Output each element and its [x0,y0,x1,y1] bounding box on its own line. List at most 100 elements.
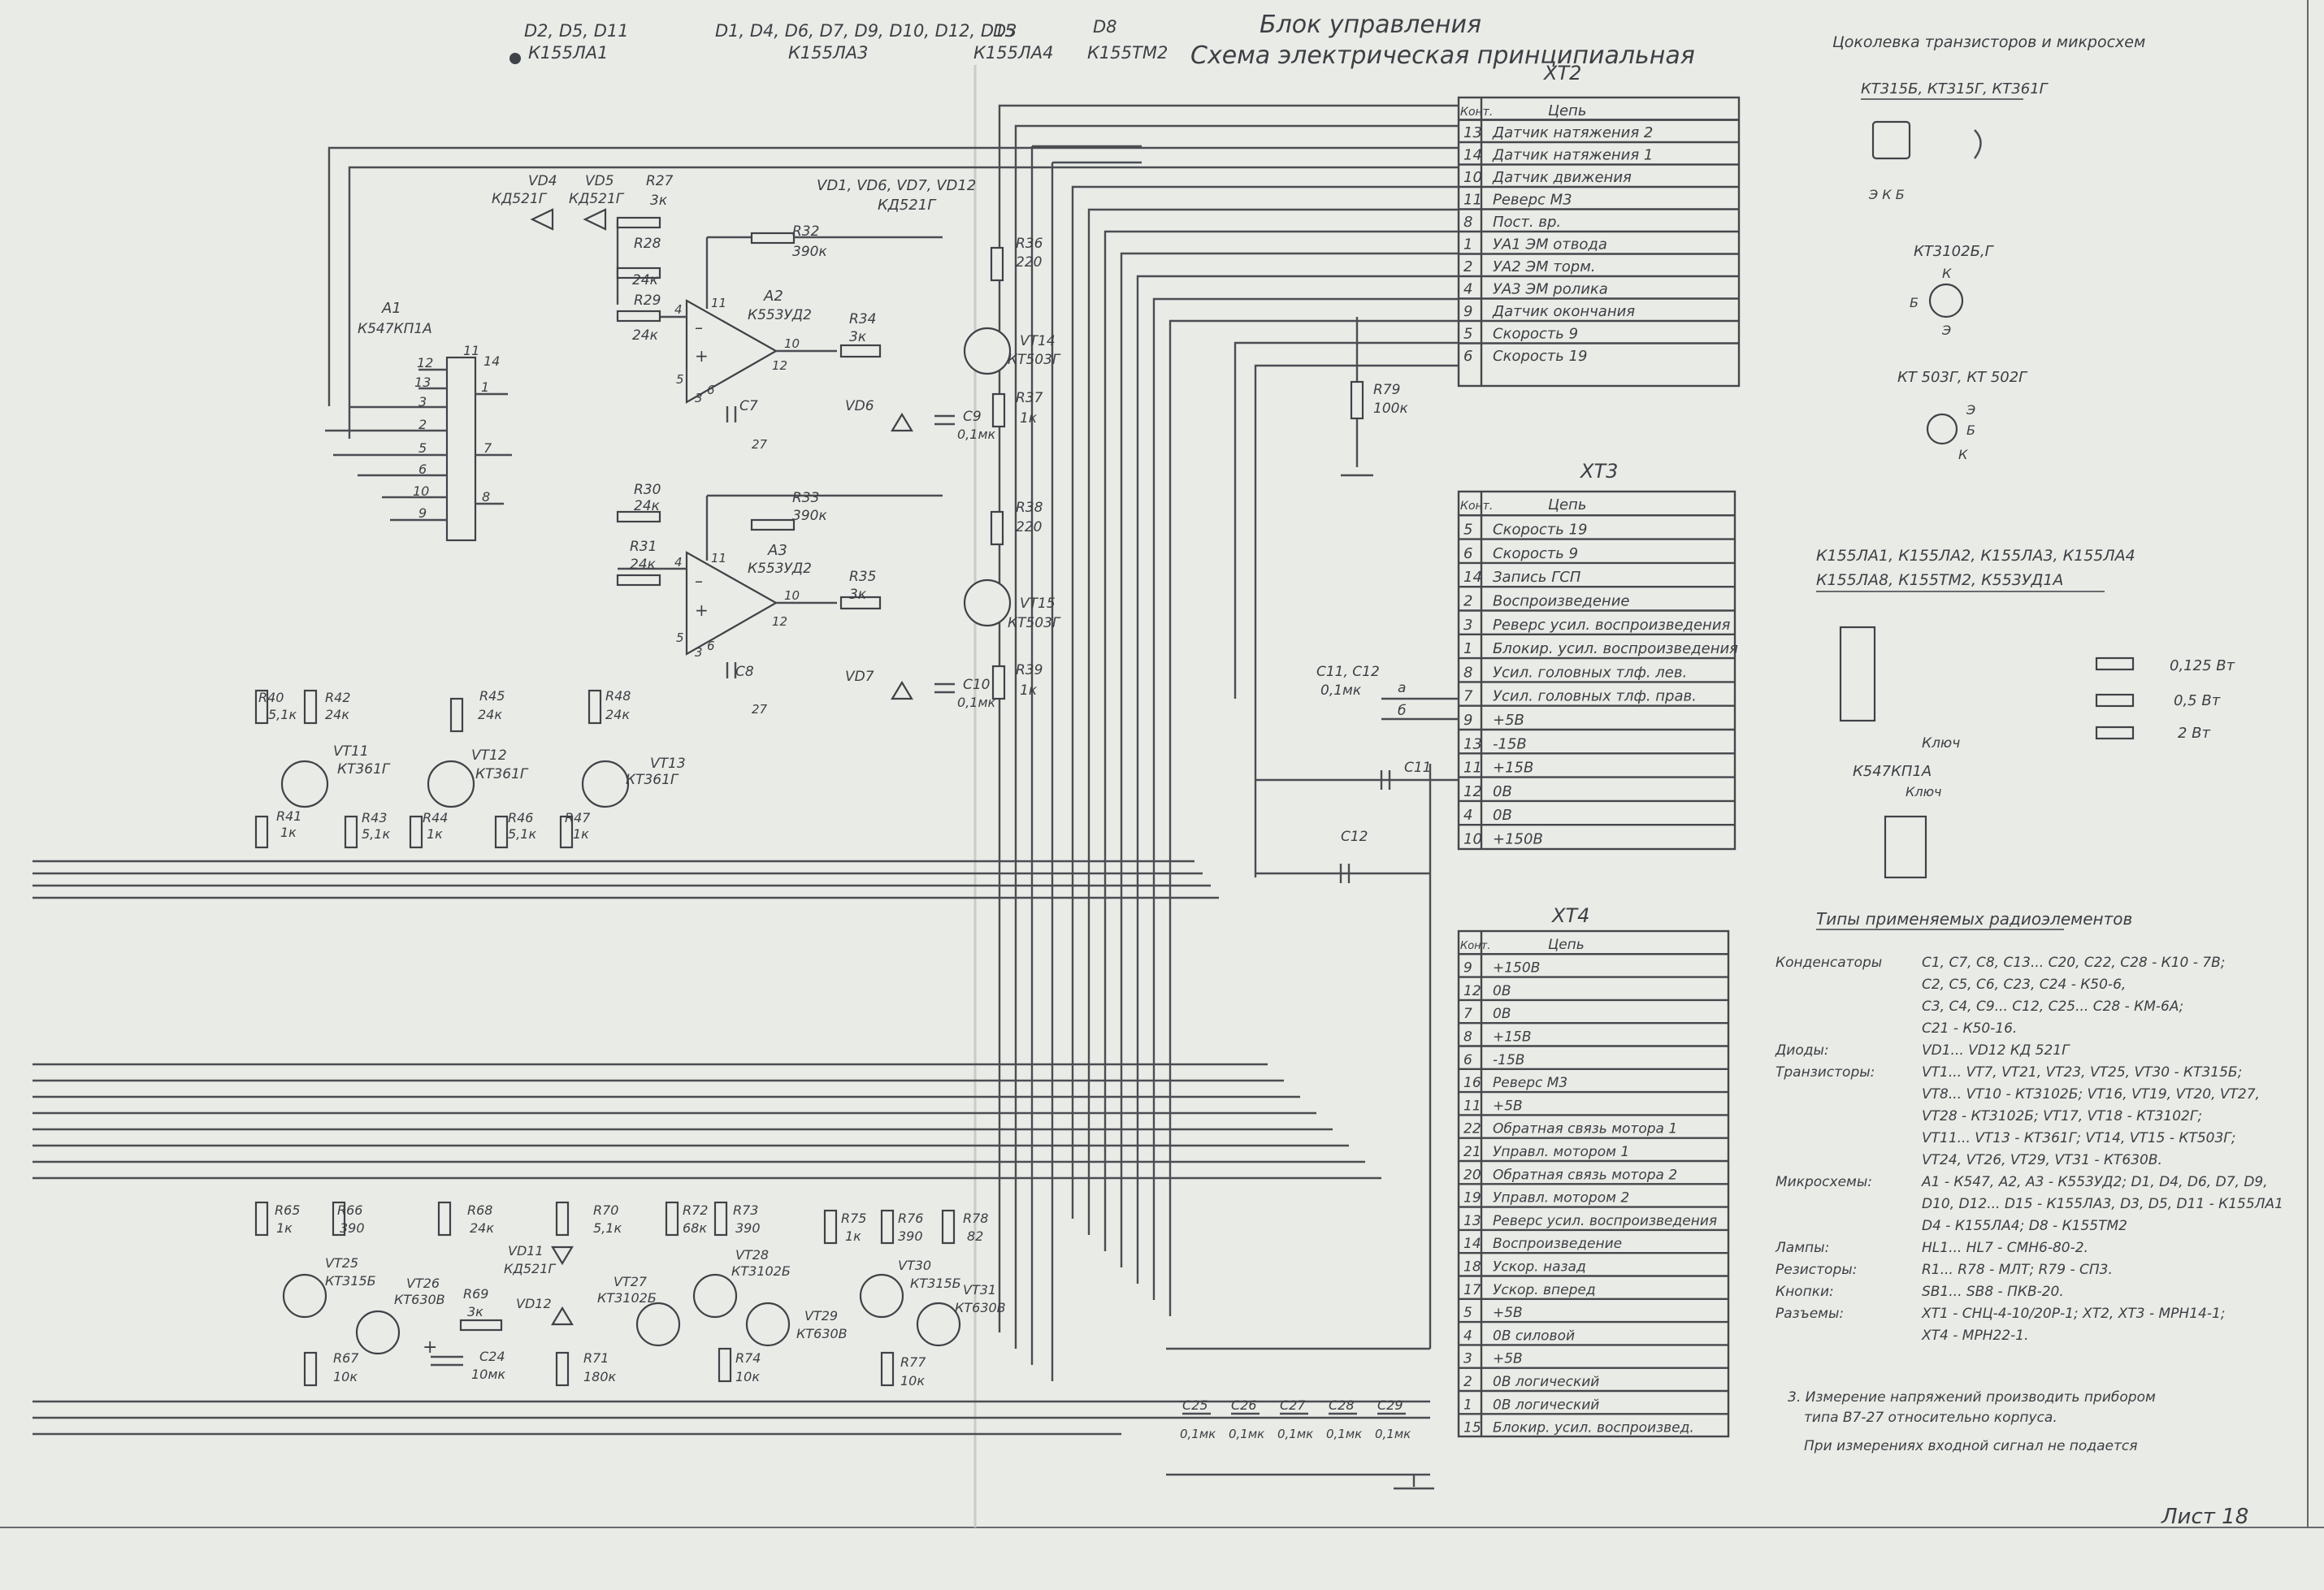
label-r46: R46 [508,810,533,825]
element-spec: SB1... SB8 - ПКВ-20. [1922,1284,2064,1300]
xt3-row-net: Скорость 9 [1493,545,1578,562]
r42-body [303,689,318,725]
a3-pin-label-4: 4 [674,555,683,570]
ic-group-2-type: К155ЛА3 [788,43,869,63]
xt3-row-pin: 9 [1463,712,1472,729]
xt3-row-net: Блокир. усил. воспроизведения [1493,640,1738,657]
label-r29-value: 24к [632,327,659,344]
ic-group-1-type: К155ЛА1 [528,43,609,63]
pinout-kt3102-k: К [1942,266,1952,281]
element-types: Типы применяемых радиоэлементов Конденса… [1775,909,2283,1344]
label-r72-value: 68к [683,1220,707,1236]
label-vt14: VT14 [1020,333,1056,349]
label-vt28: VT28 [735,1247,769,1263]
label-r34: R34 [849,311,876,327]
wire-n14 [1014,124,1459,1349]
label-c26: С26 [1231,1397,1257,1413]
pinout-ic-line2: К155ЛА8, К155ТМ2, К553УД1А [1816,571,2063,589]
pinout-section: Цоколевка транзисторов и микросхем КТ315… [1816,33,2235,879]
label-c24: С24 [479,1349,505,1364]
vd11-symbol [551,1246,574,1266]
kt315-side-icon [1974,129,1982,159]
label-r74: R74 [735,1350,761,1366]
xt4-row-net: +5В [1493,1305,1523,1321]
r39-body [991,665,1006,700]
label-c7: С7 [739,398,758,414]
xt4-row-net: +150В [1493,960,1540,977]
a1-pin-label-2: 2 [418,417,427,432]
xt3-row-net: Скорость 19 [1493,522,1588,539]
r71-body [555,1351,570,1387]
vd4-symbol [530,208,554,231]
label-r77-value: 10к [900,1373,925,1389]
xt3-row-net: Реверс усил. воспроизведения [1493,617,1731,634]
label-r66: R66 [337,1202,362,1218]
pinout-ic-line1: К155ЛА1, К155ЛА2, К155ЛА3, К155ЛА4 [1816,547,2135,565]
pinout-k547: К547КП1А [1853,763,1932,780]
xt2-row-pin: 13 [1463,124,1482,141]
vd7-symbol [891,680,913,700]
label-r38: R38 [1016,500,1043,516]
xt4-row-net: Реверс М3 [1493,1075,1567,1091]
xt2-row-net: Датчик натяжения 2 [1492,124,1653,141]
label-vd5: VD5 [585,173,614,189]
r68-body [437,1201,452,1237]
label-vd7: VD7 [845,669,874,685]
element-spec: VT11... VT13 - КТ361Г; VT14, VT15 - КТ50… [1922,1130,2236,1146]
xt4-row-net: Управл. мотором 1 [1493,1144,1629,1160]
label-r31-value: 24к [630,557,657,573]
label-c10-value: 0,1мк [957,695,996,710]
xt4-row-pin: 19 [1463,1190,1481,1207]
xt4-row-net: 0В [1493,983,1511,999]
xt4-row-pin: 17 [1463,1282,1481,1298]
label-r77: R77 [900,1354,926,1370]
xt3-head-net: Цепь [1548,496,1586,513]
vt28-symbol [692,1273,738,1319]
label-a3: А3 [767,542,787,559]
r77-body [880,1351,895,1387]
label-r67: R67 [333,1350,359,1366]
r72-body [665,1201,679,1237]
xt4-row-pin: 1 [1463,1397,1472,1413]
a2-pin-label-11: 11 [711,296,726,310]
xt2-row-net: Датчик окончания [1492,303,1635,320]
r46-body [494,815,509,849]
xt3-row-pin: 7 [1463,688,1473,705]
label-r30-value: 24к [634,498,661,514]
xt3-name: ХТ3 [1579,460,1618,483]
pinout-kt315: КТ315Б, КТ315Г, КТ361Г [1861,80,2049,97]
vt13-symbol [581,760,630,808]
label-vt11: VT11 [333,743,369,760]
wire-n5 [1087,208,1459,1235]
label-r71: R71 [583,1350,609,1366]
xt3-row-net: Воспроизведение [1493,593,1629,610]
r73-body [713,1201,728,1237]
wiring [33,104,1459,1490]
label-vt15: VT15 [1020,596,1056,612]
label-r67-value: 10к [333,1369,358,1384]
xt4-row-net: Обратная связь мотора 2 [1493,1167,1677,1183]
r29-body [616,310,661,323]
label-r48: R48 [605,688,631,704]
label-vt12-type: КТ361Г [475,766,529,782]
r36-body [990,246,1004,282]
label-r44-value: 1к [427,826,443,842]
xt3-row-net: +15В [1493,760,1533,777]
xt4-row-net: Блокир. усил. воспроизвед. [1493,1420,1694,1436]
res-power-2: 2 Вт [2178,725,2211,742]
element-spec: А1 - К547, А2, А3 - К553УД2; D1, D4, D6,… [1921,1174,2268,1190]
label-r46-value: 5,1к [508,826,536,842]
label-r69: R69 [463,1286,488,1302]
xt4-row-net: Обратная связь мотора 1 [1493,1121,1677,1137]
a2-plus-sign: + [695,346,709,366]
xt4-row-net: Реверс усил. воспроизведения [1493,1213,1717,1229]
label-vt11-type: КТ361Г [337,761,391,778]
r76-body [880,1209,895,1245]
xt2-row-pin: 1 [1463,236,1472,253]
label-r65: R65 [275,1202,300,1218]
xt2-row-pin: 5 [1463,326,1472,343]
xt4-row-pin: 18 [1463,1259,1481,1276]
a3-pin-label-5: 5 [676,630,684,645]
xt2-row-net: Датчик движения [1492,169,1632,186]
components [254,208,1406,1415]
